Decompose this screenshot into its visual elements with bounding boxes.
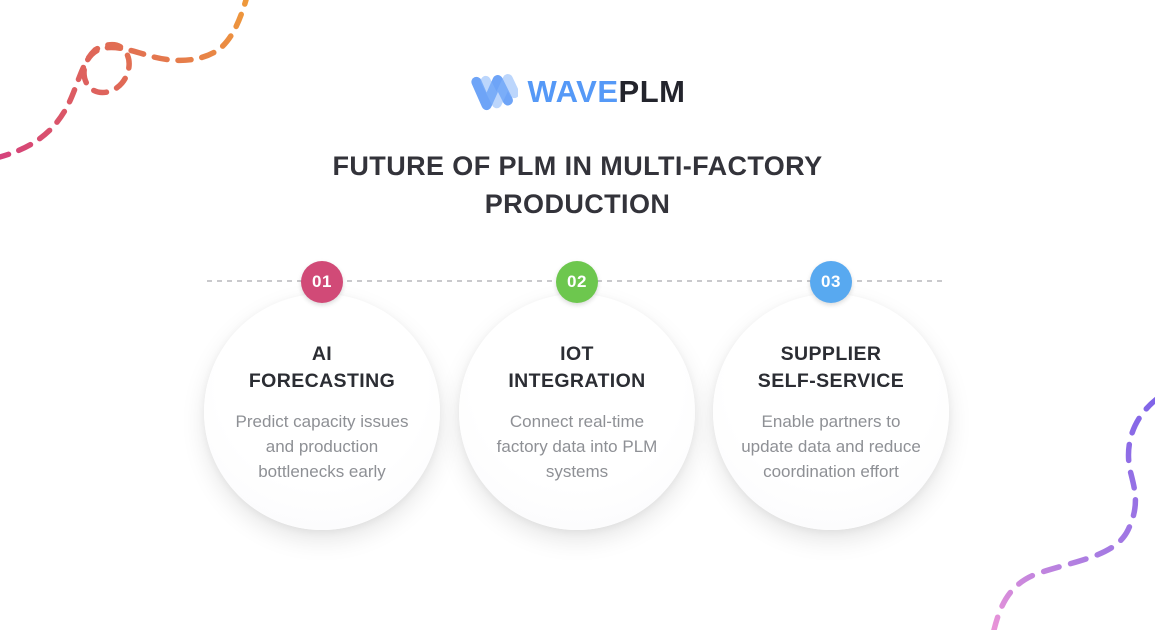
step-number-badge: 01 — [301, 261, 343, 303]
step-heading: IOT INTEGRATION — [508, 342, 646, 393]
step-circle: IOT INTEGRATION Connect real-time factor… — [459, 294, 695, 530]
logo-text-wave: WAVE — [527, 74, 619, 109]
logo-text-plm: PLM — [618, 74, 686, 109]
step-number-badge: 03 — [810, 261, 852, 303]
step-circle: AI FORECASTING Predict capacity issues a… — [204, 294, 440, 530]
step-iot-integration: 02 IOT INTEGRATION Connect real-time fac… — [459, 261, 695, 530]
squiggle-bottom-right-decoration — [991, 396, 1155, 630]
page-title: FUTURE OF PLM IN MULTI-FACTORY PRODUCTIO… — [332, 151, 823, 219]
step-description: Connect real-time factory data into PLM … — [496, 411, 658, 481]
step-ai-forecasting: 01 AI FORECASTING Predict capacity issue… — [204, 261, 440, 530]
step-heading: AI FORECASTING — [248, 342, 396, 393]
logo-wordmark: WAVEPLM — [528, 74, 686, 110]
step-number-badge: 02 — [556, 261, 598, 303]
wave-w-mark-icon — [470, 74, 518, 111]
logo: WAVEPLM — [0, 70, 1155, 114]
step-heading: SUPPLIER SELF-SERVICE — [757, 342, 905, 393]
step-description: Predict capacity issues and production b… — [235, 411, 409, 481]
step-description: Enable partners to update data and reduc… — [741, 411, 921, 481]
step-circle: SUPPLIER SELF-SERVICE Enable partners to… — [713, 294, 949, 530]
step-supplier-self-service: 03 SUPPLIER SELF-SERVICE Enable partners… — [713, 261, 949, 530]
